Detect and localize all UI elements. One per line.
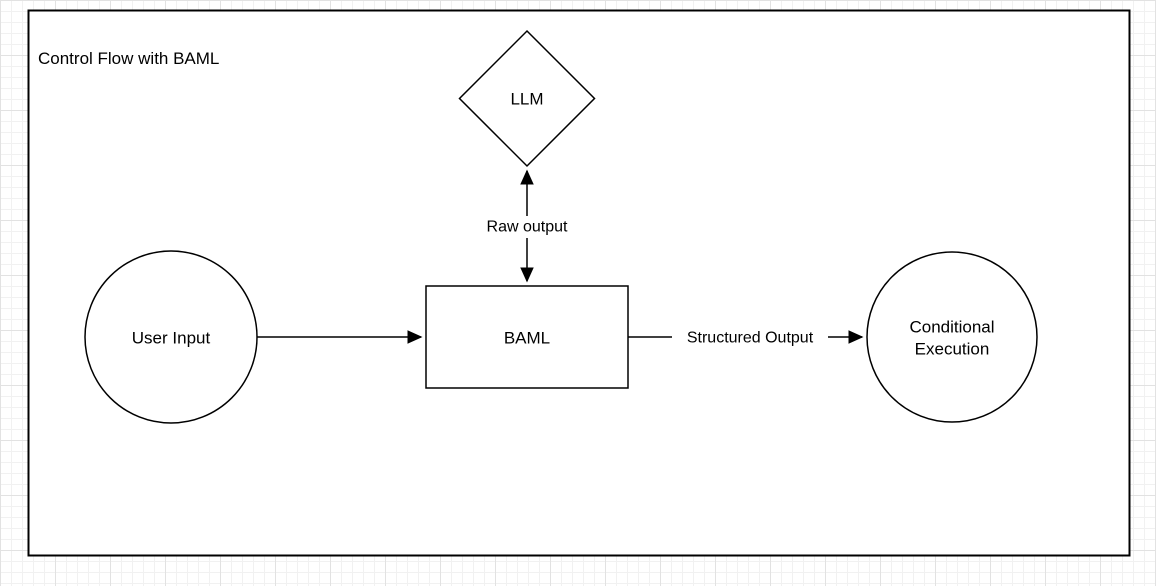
node-user-input[interactable]: User Input bbox=[84, 250, 258, 424]
node-conditional-execution[interactable]: Conditional Execution bbox=[866, 251, 1038, 423]
node-label-user-input: User Input bbox=[132, 329, 211, 348]
edge-baml-llm[interactable]: Raw output bbox=[478, 169, 576, 283]
diagram-title: Control Flow with BAML bbox=[38, 49, 219, 68]
edge-label-bg-structured-output bbox=[672, 327, 828, 349]
edge-baml-to-conditional[interactable]: Structured Output bbox=[628, 327, 864, 349]
edge-label-raw-output: Raw output bbox=[487, 219, 568, 236]
node-label-conditional-line1: Conditional bbox=[909, 318, 994, 337]
conditional-execution-circle-shape[interactable] bbox=[866, 251, 1038, 423]
node-label-conditional-line2: Execution bbox=[915, 340, 990, 359]
node-label-llm: LLM bbox=[510, 90, 543, 109]
baml-rectangle-shape[interactable] bbox=[425, 285, 629, 389]
node-baml[interactable]: BAML bbox=[425, 285, 629, 389]
node-label-baml: BAML bbox=[504, 329, 550, 348]
user-input-circle-shape[interactable] bbox=[84, 250, 258, 424]
llm-diamond-shape[interactable] bbox=[458, 29, 596, 168]
edge-label-bg-raw-output bbox=[478, 216, 576, 238]
edge-label-structured-output: Structured Output bbox=[687, 330, 814, 347]
node-llm[interactable]: LLM bbox=[458, 29, 596, 168]
